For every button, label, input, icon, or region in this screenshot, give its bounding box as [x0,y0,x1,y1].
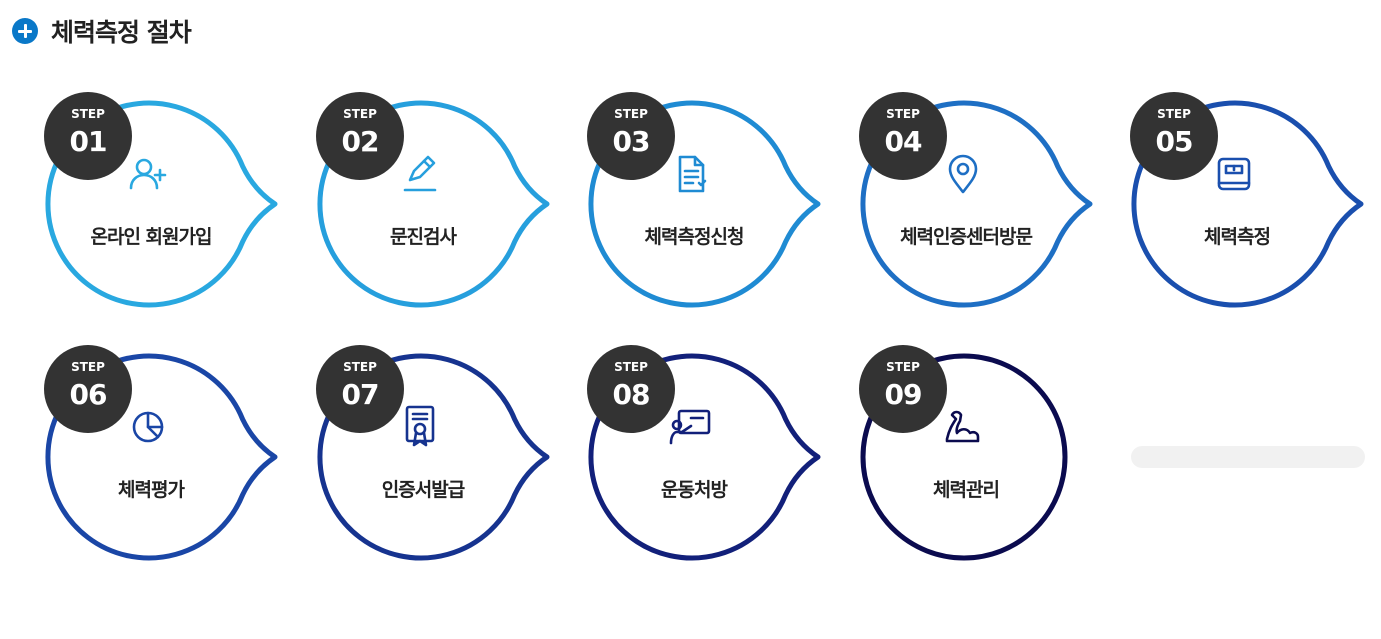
step-08: STEP 08 운동처방 [587,345,827,565]
step-label: 체력평가 [118,479,185,501]
step-badge-label: STEP [1157,107,1191,121]
pie-chart-icon [124,403,172,451]
location-pin-icon [939,150,987,198]
step-label: 온라인 회원가입 [90,226,213,248]
step-badge-label: STEP [614,360,648,374]
step-badge: STEP 08 [587,345,675,433]
step-number: 04 [884,125,923,158]
step-03: STEP 03 체력측정신청 [587,92,827,312]
step-label: 체력측정신청 [644,226,745,248]
presentation-icon [667,403,715,451]
certificate-icon [396,403,444,451]
muscle-arm-icon [939,403,987,451]
step-04: STEP 04 체력인증센터방문 [859,92,1099,312]
step-badge-label: STEP [71,107,105,121]
step-number: 09 [884,378,923,411]
step-number: 03 [612,125,651,158]
step-badge-label: STEP [71,360,105,374]
step-number: 07 [341,378,380,411]
step-badge-label: STEP [614,107,648,121]
step-badge: STEP 05 [1130,92,1218,180]
step-badge: STEP 02 [316,92,404,180]
page-title: 체력측정 절차 [51,18,192,47]
step-number: 06 [69,378,108,411]
step-badge-label: STEP [886,107,920,121]
step-number: 08 [612,378,651,411]
step-05: STEP 05 체력측정 [1130,92,1370,312]
scale-icon [1210,150,1258,198]
step-number: 05 [1155,125,1194,158]
placeholder-bar [1131,446,1365,468]
step-number: 02 [341,125,380,158]
step-01: STEP 01 온라인 회원가입 [44,92,284,312]
step-badge-label: STEP [343,107,377,121]
step-label: 체력관리 [933,479,1000,501]
step-label: 운동처방 [661,479,728,501]
step-label: 문진검사 [390,226,457,248]
step-09: STEP 09 체력관리 [859,345,1099,565]
add-user-icon [124,150,172,198]
step-badge: STEP 09 [859,345,947,433]
step-label: 체력측정 [1204,226,1271,248]
step-02: STEP 02 문진검사 [316,92,556,312]
section-heading: 체력측정 절차 [12,14,192,48]
step-label: 인증서발급 [381,479,465,501]
step-badge-label: STEP [343,360,377,374]
document-icon [667,150,715,198]
step-07: STEP 07 인증서발급 [316,345,556,565]
step-06: STEP 06 체력평가 [44,345,284,565]
step-badge: STEP 06 [44,345,132,433]
plus-circle-icon [12,18,38,44]
step-badge-label: STEP [886,360,920,374]
step-ring [860,353,1068,561]
step-badge: STEP 01 [44,92,132,180]
step-badge: STEP 04 [859,92,947,180]
step-badge: STEP 03 [587,92,675,180]
step-number: 01 [69,125,108,158]
step-label: 체력인증센터방문 [900,226,1033,248]
pencil-icon [396,150,444,198]
step-badge: STEP 07 [316,345,404,433]
